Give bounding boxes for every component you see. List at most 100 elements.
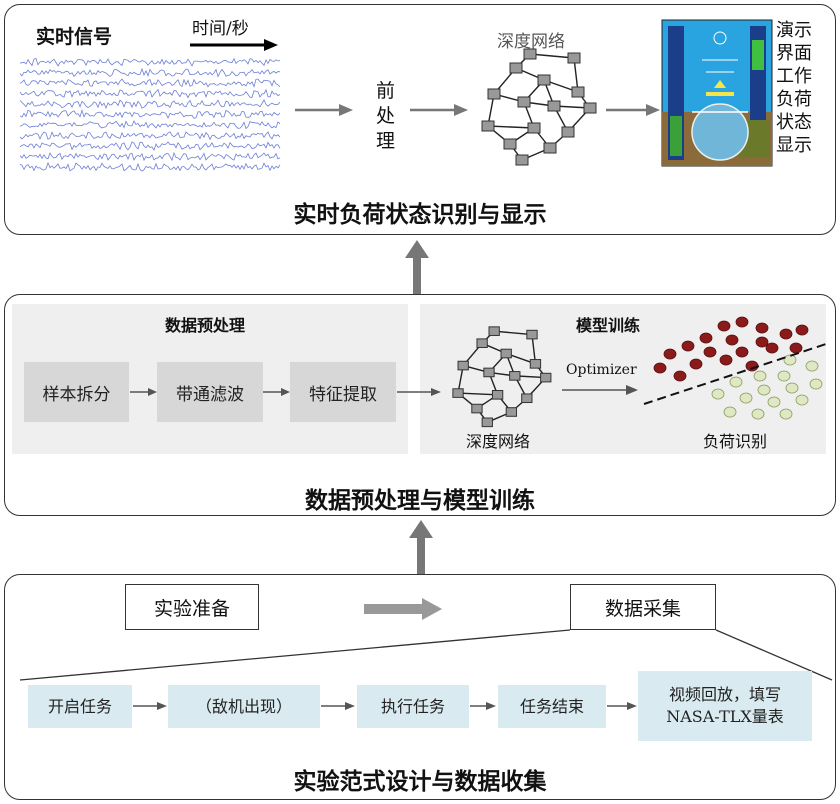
low-load-dot xyxy=(751,408,765,420)
network-edge xyxy=(494,330,533,336)
experiment-prep-box: 实验准备 xyxy=(125,584,259,630)
step-feature-extract: 特征提取 xyxy=(290,362,396,422)
eeg-trace xyxy=(19,57,281,67)
high-load-dot xyxy=(689,358,703,370)
eeg-trace xyxy=(19,88,281,99)
network-node xyxy=(540,372,552,383)
display-label-6: 显示 xyxy=(776,135,812,156)
low-load-dot xyxy=(779,408,793,420)
low-load-dot xyxy=(767,396,781,408)
network-edge xyxy=(573,57,579,93)
network-node xyxy=(523,48,537,60)
high-load-dot xyxy=(703,346,717,358)
low-load-dot xyxy=(785,382,799,394)
network-node xyxy=(561,126,575,138)
network-edge xyxy=(458,392,498,396)
up-arrow-icon xyxy=(405,240,429,296)
high-load-dot xyxy=(755,336,769,348)
high-load-dot xyxy=(795,324,809,336)
network-node xyxy=(526,329,538,340)
high-load-dot xyxy=(735,346,749,358)
flow-arrow-1-icon xyxy=(133,702,167,710)
network-node xyxy=(521,393,533,404)
flow-arrow-2-icon xyxy=(321,702,355,710)
network-edge xyxy=(531,334,537,364)
network-node xyxy=(457,360,469,371)
low-load-dot xyxy=(809,378,823,390)
flow-enemy-appears: （敌机出现） xyxy=(168,685,320,728)
network-node xyxy=(487,88,501,100)
network-edge xyxy=(487,125,535,129)
low-load-dot xyxy=(723,406,737,418)
network-node xyxy=(547,100,561,112)
flow-task-end: 任务结束 xyxy=(498,685,606,728)
display-label-3: 工作 xyxy=(776,66,812,87)
high-load-dot xyxy=(681,340,695,352)
low-load-dot xyxy=(757,384,771,396)
signal-label: 实时信号 xyxy=(36,26,113,48)
high-load-dot xyxy=(663,348,677,360)
network-node xyxy=(537,74,551,86)
flow-video-replay-nasa-tlx: 视频回放，填写 NASA-TLX量表 xyxy=(638,671,812,741)
network-node xyxy=(543,142,557,154)
network-node xyxy=(509,371,521,381)
arrow-split-to-filter-icon xyxy=(130,388,157,396)
display-label-4: 负荷 xyxy=(776,89,812,110)
flow-arrow-4-icon xyxy=(607,702,637,710)
network-node xyxy=(509,62,523,74)
network-node xyxy=(571,86,585,98)
data-collection-box: 数据采集 xyxy=(570,584,716,630)
prep-to-collect-arrow-icon xyxy=(364,598,442,620)
network-edge xyxy=(529,53,575,59)
high-load-dot xyxy=(653,362,667,374)
eeg-trace xyxy=(19,151,281,162)
middle-panel-title: 数据预处理与模型训练 xyxy=(305,487,535,514)
network-node xyxy=(491,390,504,400)
display-label-5: 状态 xyxy=(776,112,812,133)
decision-boundary xyxy=(643,343,827,405)
flow-arrow-3-icon xyxy=(470,702,496,710)
step-sample-split: 样本拆分 xyxy=(24,362,129,422)
flow-video-replay-line1: 视频回放，填写 xyxy=(668,685,781,704)
top-panel-title: 实时负荷状态识别与显示 xyxy=(293,201,547,228)
network-node xyxy=(583,102,597,114)
eeg-signal-traces xyxy=(19,57,281,172)
training-network-icon xyxy=(452,326,552,428)
network-node xyxy=(505,407,518,417)
low-load-dot xyxy=(805,360,819,372)
cockpit-display-image xyxy=(661,19,773,167)
high-load-dot xyxy=(719,354,733,366)
preprocess-char-1: 前 xyxy=(376,80,396,102)
flow-start-task: 开启任务 xyxy=(28,685,132,728)
network-node xyxy=(567,52,581,64)
deep-network-icon xyxy=(481,48,597,166)
network-node xyxy=(503,138,517,150)
high-load-dot xyxy=(765,342,779,354)
high-load-dot xyxy=(725,334,739,346)
network-node xyxy=(471,403,483,414)
eeg-trace xyxy=(19,161,281,172)
bottom-panel-title: 实验范式设计与数据收集 xyxy=(293,768,547,795)
eeg-trace xyxy=(19,141,281,152)
time-axis-label: 时间/秒 xyxy=(192,19,249,39)
load-classification-scatter xyxy=(643,316,827,420)
arrow-to-network-icon xyxy=(410,104,468,116)
optimizer-arrow-icon xyxy=(562,385,638,395)
low-load-dot xyxy=(795,394,809,406)
flow-execute-task: 执行任务 xyxy=(357,685,469,728)
high-load-dot xyxy=(755,322,769,334)
low-load-dot xyxy=(711,388,725,400)
low-load-dot xyxy=(753,370,767,382)
high-load-dot xyxy=(779,328,793,340)
network-node xyxy=(488,326,500,336)
network-node xyxy=(476,338,488,348)
top-network-label: 深度网络 xyxy=(497,32,565,52)
network-node xyxy=(481,120,495,132)
preprocess-section-title: 数据预处理 xyxy=(165,316,246,335)
network-node xyxy=(529,359,542,369)
up-arrow-icon xyxy=(409,520,433,576)
eeg-trace xyxy=(19,78,281,88)
low-load-dot xyxy=(739,392,753,404)
flow-video-replay-line2: NASA-TLX量表 xyxy=(666,707,784,726)
display-label-2: 界面 xyxy=(776,43,812,64)
